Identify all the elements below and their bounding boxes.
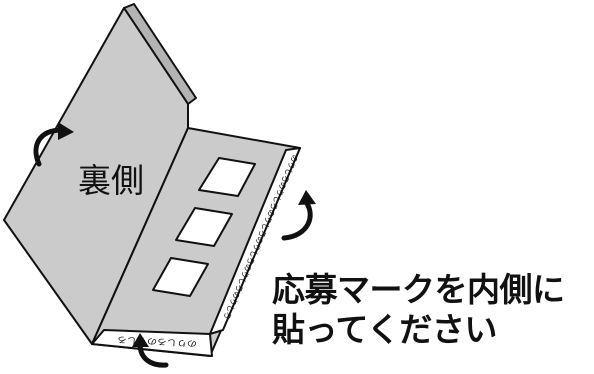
instruction-line-2: 貼ってください (272, 310, 497, 349)
fold-arrow-bottom-icon (132, 333, 169, 368)
fold-arrow-top-left-icon (33, 122, 74, 167)
glue-strip-right (209, 147, 301, 335)
back-side-label: 裏側 (78, 161, 144, 200)
stamp-window-1 (198, 157, 256, 197)
instruction-line-1: 応募マークを内側に (272, 270, 565, 309)
fold-arrow-right-icon (281, 190, 316, 241)
instruction-caption: 応募マークを内側に 貼ってください (272, 270, 590, 350)
stamp-window-2 (175, 207, 233, 247)
stamp-window-3 (152, 257, 209, 297)
glue-strip-bottom (91, 329, 213, 357)
